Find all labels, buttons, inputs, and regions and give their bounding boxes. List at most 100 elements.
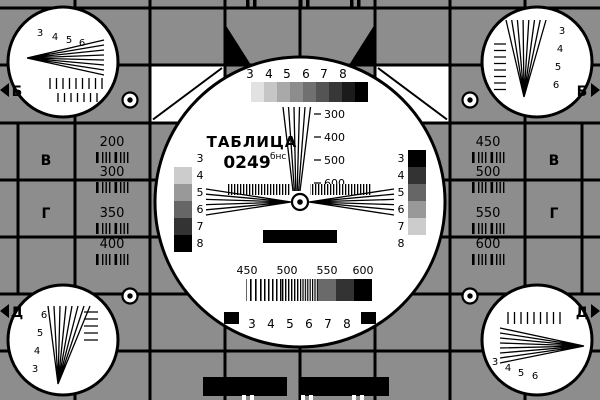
scale-number: 4 <box>197 169 204 182</box>
wedge-number: 3 <box>492 357 498 368</box>
horizontal-wedge-right <box>308 188 395 216</box>
grayscale-staircase-left: 3 4 5 6 7 8 <box>174 150 204 252</box>
row-label-right: Д <box>576 305 588 321</box>
corner-circle-top-left: 3 4 5 6 <box>6 5 120 119</box>
tick-comb <box>49 78 103 102</box>
resolution-wedge <box>47 305 91 385</box>
burst-label: 500 <box>277 264 298 277</box>
bullseye-icon <box>461 91 479 109</box>
left-frequency-panel: 200 300 350 400 <box>96 135 129 265</box>
top-grayscale-scale: 3 4 5 6 7 8 <box>246 67 347 81</box>
bullseye-icon <box>121 91 139 109</box>
wedge-number: 4 <box>557 44 563 55</box>
center-circle: 3 4 5 6 7 8 ТАБЛИЦА 0249 бнс 30 <box>153 55 447 349</box>
grayscale-staircase-top <box>238 82 368 102</box>
row-label-left: Д <box>11 305 23 321</box>
scale-number: 4 <box>398 169 405 182</box>
card-code: 0249 <box>223 153 270 173</box>
tick-comb <box>494 43 506 91</box>
scale-number: 6 <box>302 67 310 81</box>
side-row-labels: Б В Г Д Б В Г Д <box>0 83 600 321</box>
corner-circle-bottom-left: 6 5 4 3 <box>6 283 120 397</box>
burst-label: 450 <box>237 264 258 277</box>
row-marker-icon <box>591 83 600 97</box>
cropped-digit-remnants-bottom <box>242 395 364 400</box>
bullseye-icon <box>461 287 479 305</box>
row-label-left: Г <box>42 206 51 222</box>
black-patch-left <box>224 312 239 324</box>
wedge-number: 3 <box>37 28 43 39</box>
row-marker-icon <box>0 304 9 318</box>
wedge-number: 3 <box>559 26 565 37</box>
black-patch-right <box>361 312 376 324</box>
wedge-number: 4 <box>505 363 511 374</box>
corner-circle-top-right: 3 4 5 6 <box>480 5 594 119</box>
wedge-number: 5 <box>555 62 561 73</box>
scale-number: 3 <box>197 152 204 165</box>
tick-comb <box>84 311 98 341</box>
bullseye-icon <box>121 287 139 305</box>
scale-number: 5 <box>197 186 204 199</box>
frequency-burst-strip <box>228 279 372 301</box>
bottom-grayscale-scale: 3 4 5 6 7 8 <box>248 317 351 331</box>
scale-number: 8 <box>398 237 405 250</box>
black-reference-bar <box>263 230 337 243</box>
row-label-right: Г <box>550 206 559 222</box>
frequency-value: 500 <box>476 165 501 180</box>
scale-number: 5 <box>283 67 291 81</box>
bottom-black-bars <box>203 377 389 400</box>
scale-number: 8 <box>343 317 351 331</box>
resolution-wedge <box>499 327 585 364</box>
frequency-value: 400 <box>100 237 125 252</box>
scale-number: 5 <box>286 317 294 331</box>
card-title: ТАБЛИЦА <box>207 133 298 151</box>
scale-number: 7 <box>197 220 204 233</box>
resolution-wedge <box>26 39 105 76</box>
scale-number: 8 <box>339 67 347 81</box>
scale-number: 3 <box>398 152 405 165</box>
row-marker-icon <box>0 83 9 97</box>
frequency-value: 300 <box>100 165 125 180</box>
diagonal-line-right <box>377 67 448 121</box>
grayscale-staircase-right: 3 4 5 6 7 8 <box>398 150 426 252</box>
wedge-number: 6 <box>532 371 538 382</box>
scale-number: 3 <box>248 317 256 331</box>
frequency-value: 350 <box>100 206 125 221</box>
frequency-value: 550 <box>476 206 501 221</box>
right-frequency-panel: 450 500 550 600 <box>472 135 505 265</box>
convergence-markers <box>121 91 479 305</box>
cropped-digit-remnants-top <box>246 0 361 7</box>
burst-label: 600 <box>353 264 374 277</box>
center-bullseye-icon <box>290 192 310 212</box>
burst-labels: 450 500 550 600 <box>237 264 374 277</box>
row-label-left: В <box>41 153 52 169</box>
card-code-suffix: бнс <box>270 152 286 162</box>
wedge-number: 4 <box>52 32 58 43</box>
diagonal-line-left <box>152 67 223 121</box>
row-label-left: Б <box>12 84 23 100</box>
row-label-right: Б <box>577 84 588 100</box>
horizontal-wedge-left <box>205 188 292 216</box>
wedge-label: 300 <box>324 108 345 121</box>
wedge-number: 5 <box>37 328 43 339</box>
corner-circle-bottom-right: 3 4 5 6 <box>480 283 594 397</box>
scale-number: 3 <box>246 67 254 81</box>
burst-label: 550 <box>317 264 338 277</box>
line-comb-left <box>228 184 290 195</box>
scale-number: 7 <box>324 317 332 331</box>
wedge-number: 6 <box>79 38 85 49</box>
scale-number: 7 <box>398 220 405 233</box>
scale-number: 7 <box>320 67 328 81</box>
tick-comb <box>507 312 561 324</box>
scale-number: 6 <box>197 203 204 216</box>
row-marker-icon <box>591 304 600 318</box>
wedge-number: 4 <box>34 346 40 357</box>
scale-number: 6 <box>398 203 405 216</box>
frequency-value: 200 <box>100 135 125 150</box>
scale-number: 6 <box>305 317 313 331</box>
frequency-value: 450 <box>476 135 501 150</box>
scale-number: 8 <box>197 237 204 250</box>
scale-number: 5 <box>398 186 405 199</box>
frequency-value: 600 <box>476 237 501 252</box>
